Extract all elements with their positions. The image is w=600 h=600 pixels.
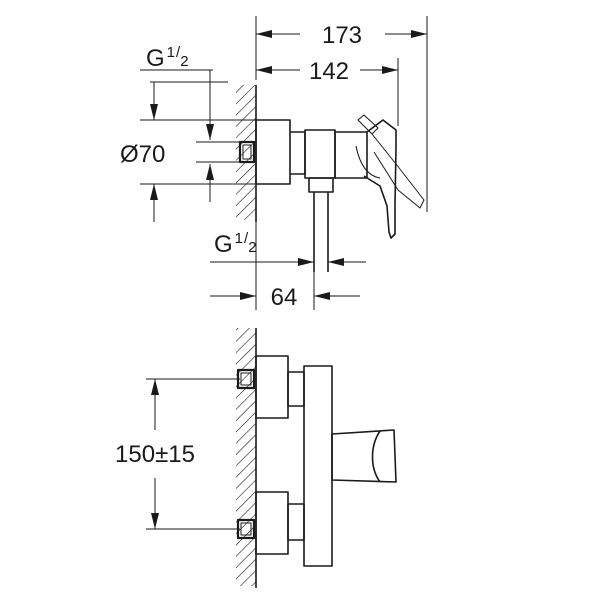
dim-diameter: Ø70 — [120, 141, 165, 168]
front-view — [236, 328, 397, 588]
escutcheon — [255, 119, 291, 185]
g-outlet-num: 1 — [235, 230, 243, 247]
upper-neck — [287, 371, 305, 407]
wall-hatch-bottom — [236, 328, 256, 586]
lower-inlet-inner — [240, 522, 252, 536]
body-bar — [303, 365, 333, 567]
outlet-nut — [308, 177, 334, 193]
dim-64: 64 — [271, 284, 298, 311]
g-outlet-base: G — [214, 231, 233, 258]
dimension-lines — [140, 16, 428, 530]
inlet-connector-top — [238, 140, 256, 164]
lower-escutcheon — [255, 491, 289, 555]
handle-open-tip — [357, 114, 379, 135]
upper-escutcheon — [255, 355, 289, 419]
handle-front — [331, 429, 397, 483]
dim-142: 142 — [309, 58, 349, 85]
handle — [363, 119, 397, 239]
handle-front-curve — [371, 430, 381, 483]
cartridge-housing — [334, 131, 368, 179]
handle-open — [371, 133, 425, 209]
g-top-num: 1 — [167, 44, 175, 61]
upper-inlet-inner — [240, 372, 252, 386]
wall-hatch-top — [236, 85, 256, 220]
dim-173: 173 — [322, 22, 362, 49]
lower-neck — [287, 503, 305, 541]
dim-150: 150±15 — [115, 441, 195, 468]
inlet-connector-inner — [242, 144, 252, 160]
g-top-den: 2 — [180, 53, 188, 70]
g-top-slash: / — [176, 44, 181, 61]
body-neck — [290, 131, 306, 175]
handle-sweep — [355, 145, 381, 179]
side-view — [236, 85, 425, 272]
g-outlet-den: 2 — [248, 239, 256, 256]
g-top-base: G — [146, 45, 165, 72]
mixer-body — [304, 129, 336, 179]
g-outlet-slash: / — [244, 230, 249, 247]
